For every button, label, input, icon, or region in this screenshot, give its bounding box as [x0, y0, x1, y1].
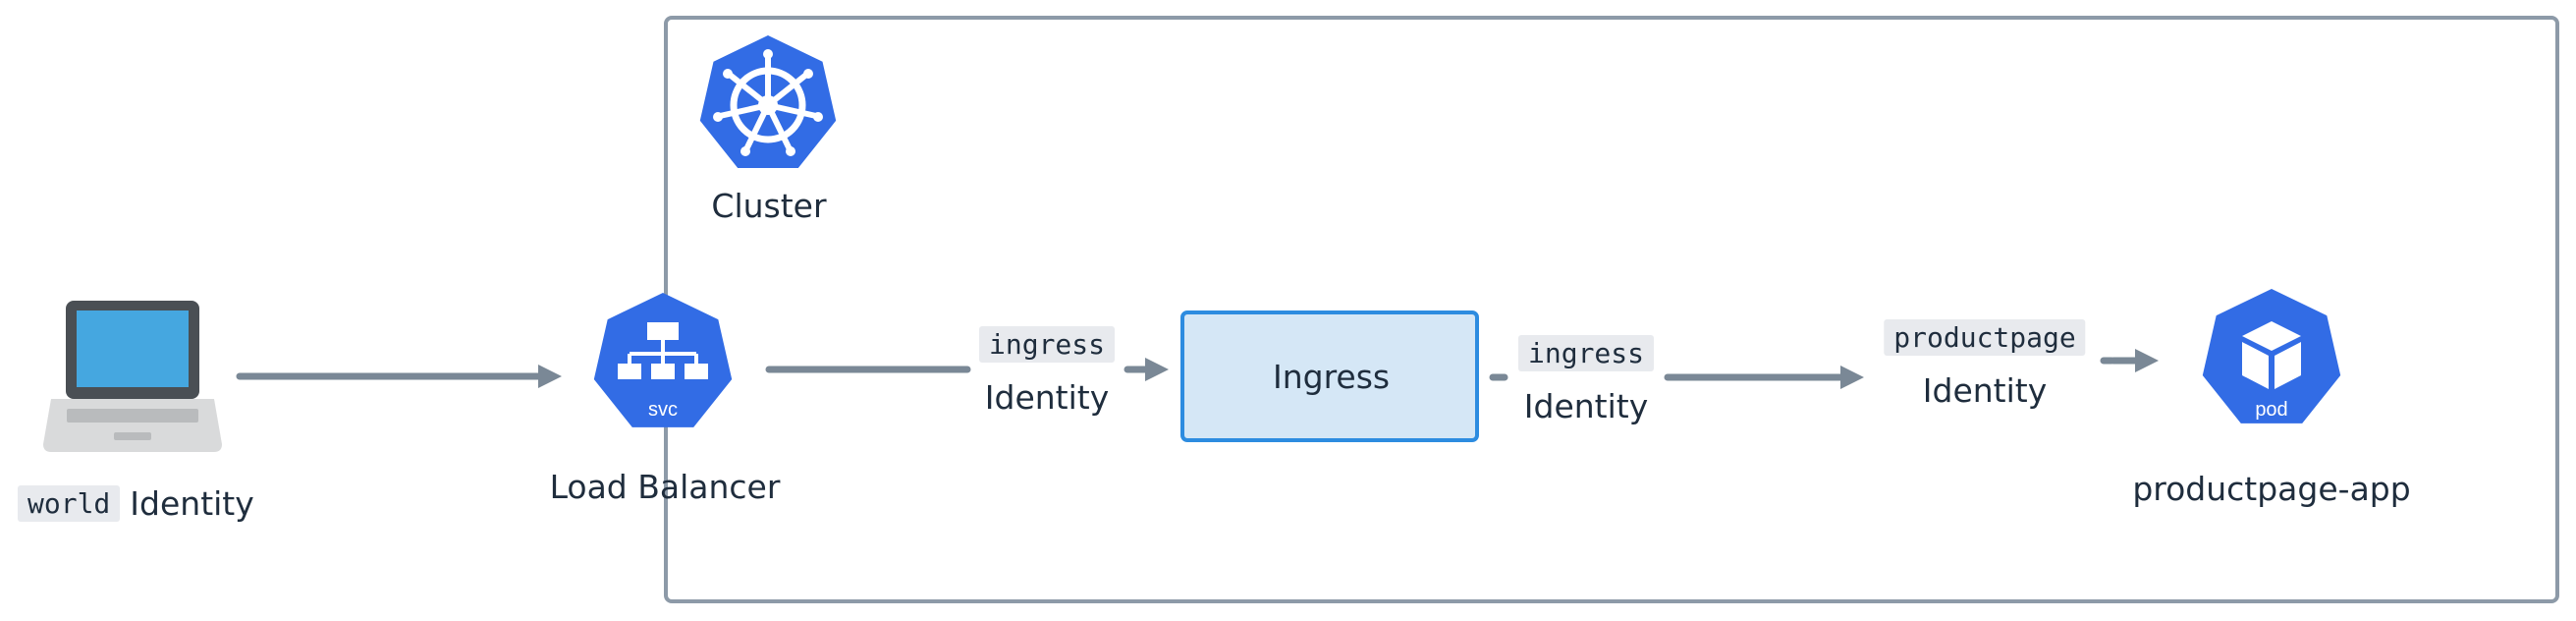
ingress-out-identity: Identity: [1523, 387, 1649, 425]
pod-arrow: [2110, 349, 2159, 372]
productpage-identity: Identity: [1922, 371, 2048, 410]
world-tag: world: [18, 485, 121, 522]
productpage-tag: productpage: [1884, 319, 2086, 356]
laptop-icon: [43, 301, 222, 452]
pod-cube-icon: [2202, 289, 2341, 423]
productpage-app-label: productpage-app: [2132, 470, 2411, 508]
ingress-box[interactable]: [1180, 310, 1479, 442]
arrow-world-to-lb: [236, 365, 562, 388]
svc-badge: svc: [648, 399, 678, 421]
ingress-label: Ingress: [1273, 358, 1391, 396]
ingress-in-tag: ingress: [978, 326, 1116, 363]
arrow-ingress-identity-to-ingress: [1124, 358, 1169, 381]
arrow-identity-to-productpage: [1664, 366, 1864, 389]
ingress-in-identity: Identity: [984, 378, 1110, 417]
kubernetes-wheel-icon: [699, 35, 837, 168]
load-balancer-label: Load Balancer: [549, 468, 781, 506]
world-identity-label: world Identity: [18, 484, 254, 523]
service-network-icon: [593, 293, 733, 427]
ingress-out-tag: ingress: [1517, 335, 1655, 371]
world-identity-text: Identity: [130, 484, 254, 523]
pod-badge: pod: [2255, 399, 2288, 421]
cluster-label: Cluster: [711, 187, 827, 225]
